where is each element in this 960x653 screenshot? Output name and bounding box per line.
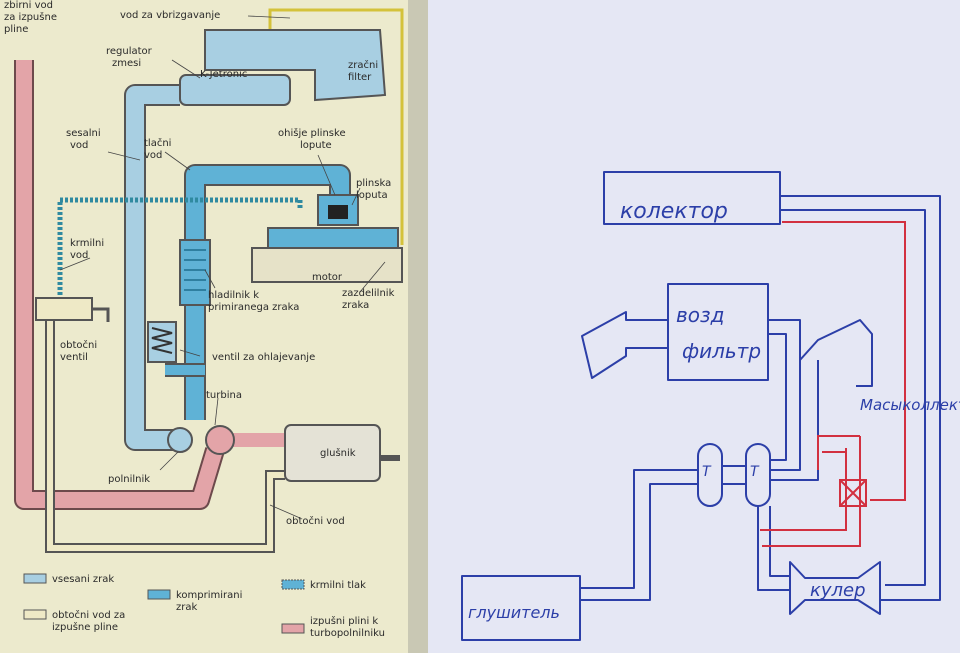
red-exhaust-lines <box>760 221 906 547</box>
right-page <box>428 0 960 653</box>
motor-block <box>251 247 403 283</box>
manifold-label-ru: Масыколлект <box>860 396 960 414</box>
hand-sketch: Т Т <box>461 171 941 641</box>
muffler-box <box>461 575 581 641</box>
legend-swatch <box>147 589 171 600</box>
bypass-pipe <box>45 300 285 553</box>
intake-manifold <box>267 227 399 249</box>
control-line <box>57 197 303 300</box>
suction-pipe <box>124 84 180 451</box>
legend-swatch <box>281 623 305 634</box>
legend-swatch <box>23 573 47 584</box>
bypass-valve <box>35 297 93 321</box>
intake-funnel <box>581 311 668 379</box>
compressor-label: polnilnik <box>108 474 150 485</box>
cooling-valve-label: ventil za ohlajevanje <box>212 352 315 363</box>
turbo-left <box>697 443 723 507</box>
motor-label: motor <box>312 272 343 283</box>
legend-label: krmilni tlak <box>310 580 366 591</box>
bypass-valve-sketch <box>839 479 867 507</box>
turbo-right-label: Т <box>750 464 760 480</box>
leader-lines <box>59 15 386 519</box>
legend-label: vsesani zrak <box>52 574 114 585</box>
collector-label: колектор <box>620 199 728 224</box>
k-jetronic-unit <box>179 74 291 106</box>
throttle-valve <box>328 205 348 219</box>
muffler-label-ru: глушитель <box>468 603 560 622</box>
muffler <box>284 424 381 482</box>
bypass-line-label: obtočni vod <box>286 515 345 527</box>
injection-line-label: vod za vbrizgavanje <box>120 10 220 21</box>
cooler-label-ru: кулер <box>810 580 866 601</box>
exhaust-pipe <box>14 60 290 510</box>
turbo-left-label: Т <box>702 464 712 480</box>
air-filter <box>204 29 387 102</box>
legend-swatch <box>281 579 305 590</box>
compressor-wheel <box>167 427 193 453</box>
page-gutter <box>408 0 430 653</box>
collector-box <box>603 171 781 225</box>
muffler-label: glušnik <box>320 447 356 459</box>
k-jetronic-label: K-Jetronic <box>200 69 247 80</box>
turbine-wheel <box>205 425 235 455</box>
turbine-label: turbina <box>206 390 242 401</box>
cooler-shape <box>789 561 881 615</box>
air-filter-box <box>667 283 769 381</box>
legend-swatch <box>23 609 47 620</box>
